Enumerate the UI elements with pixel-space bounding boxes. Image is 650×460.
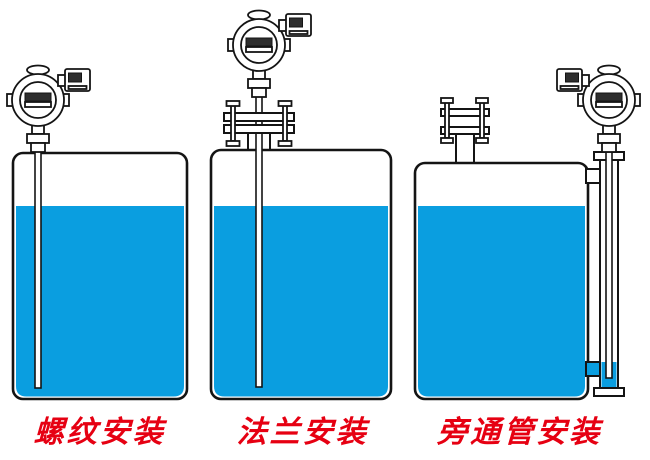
- tank-3-liquid: [418, 206, 585, 397]
- tank-threaded-group: [6, 64, 189, 401]
- bypass-bottom-connector: [585, 361, 602, 377]
- tank-flange-group: [209, 9, 393, 401]
- level-transmitter-3-icon: [556, 64, 641, 153]
- tank-2-liquid: [214, 206, 388, 397]
- flange-connection-icon: [223, 100, 295, 151]
- caption-flange-installation: 法兰安装: [236, 415, 370, 450]
- blind-flange-icon: [440, 97, 490, 164]
- tank-1-liquid: [16, 206, 184, 397]
- tank-2-probe-rod: [255, 94, 263, 388]
- level-transmitter-2-icon: [227, 9, 312, 98]
- tank-3-probe-rod: [605, 151, 613, 379]
- tank-bypass-group: [413, 64, 641, 401]
- bypass-pipe-icon: [585, 151, 625, 397]
- caption-bypass-pipe-installation: 旁通管安装: [436, 415, 603, 450]
- bypass-bottom-cap: [593, 387, 625, 397]
- tank-1-probe-rod: [34, 149, 42, 389]
- caption-threaded-installation: 螺纹安装: [33, 415, 167, 450]
- level-transmitter-1-icon: [6, 64, 91, 153]
- bypass-top-connector: [585, 168, 602, 184]
